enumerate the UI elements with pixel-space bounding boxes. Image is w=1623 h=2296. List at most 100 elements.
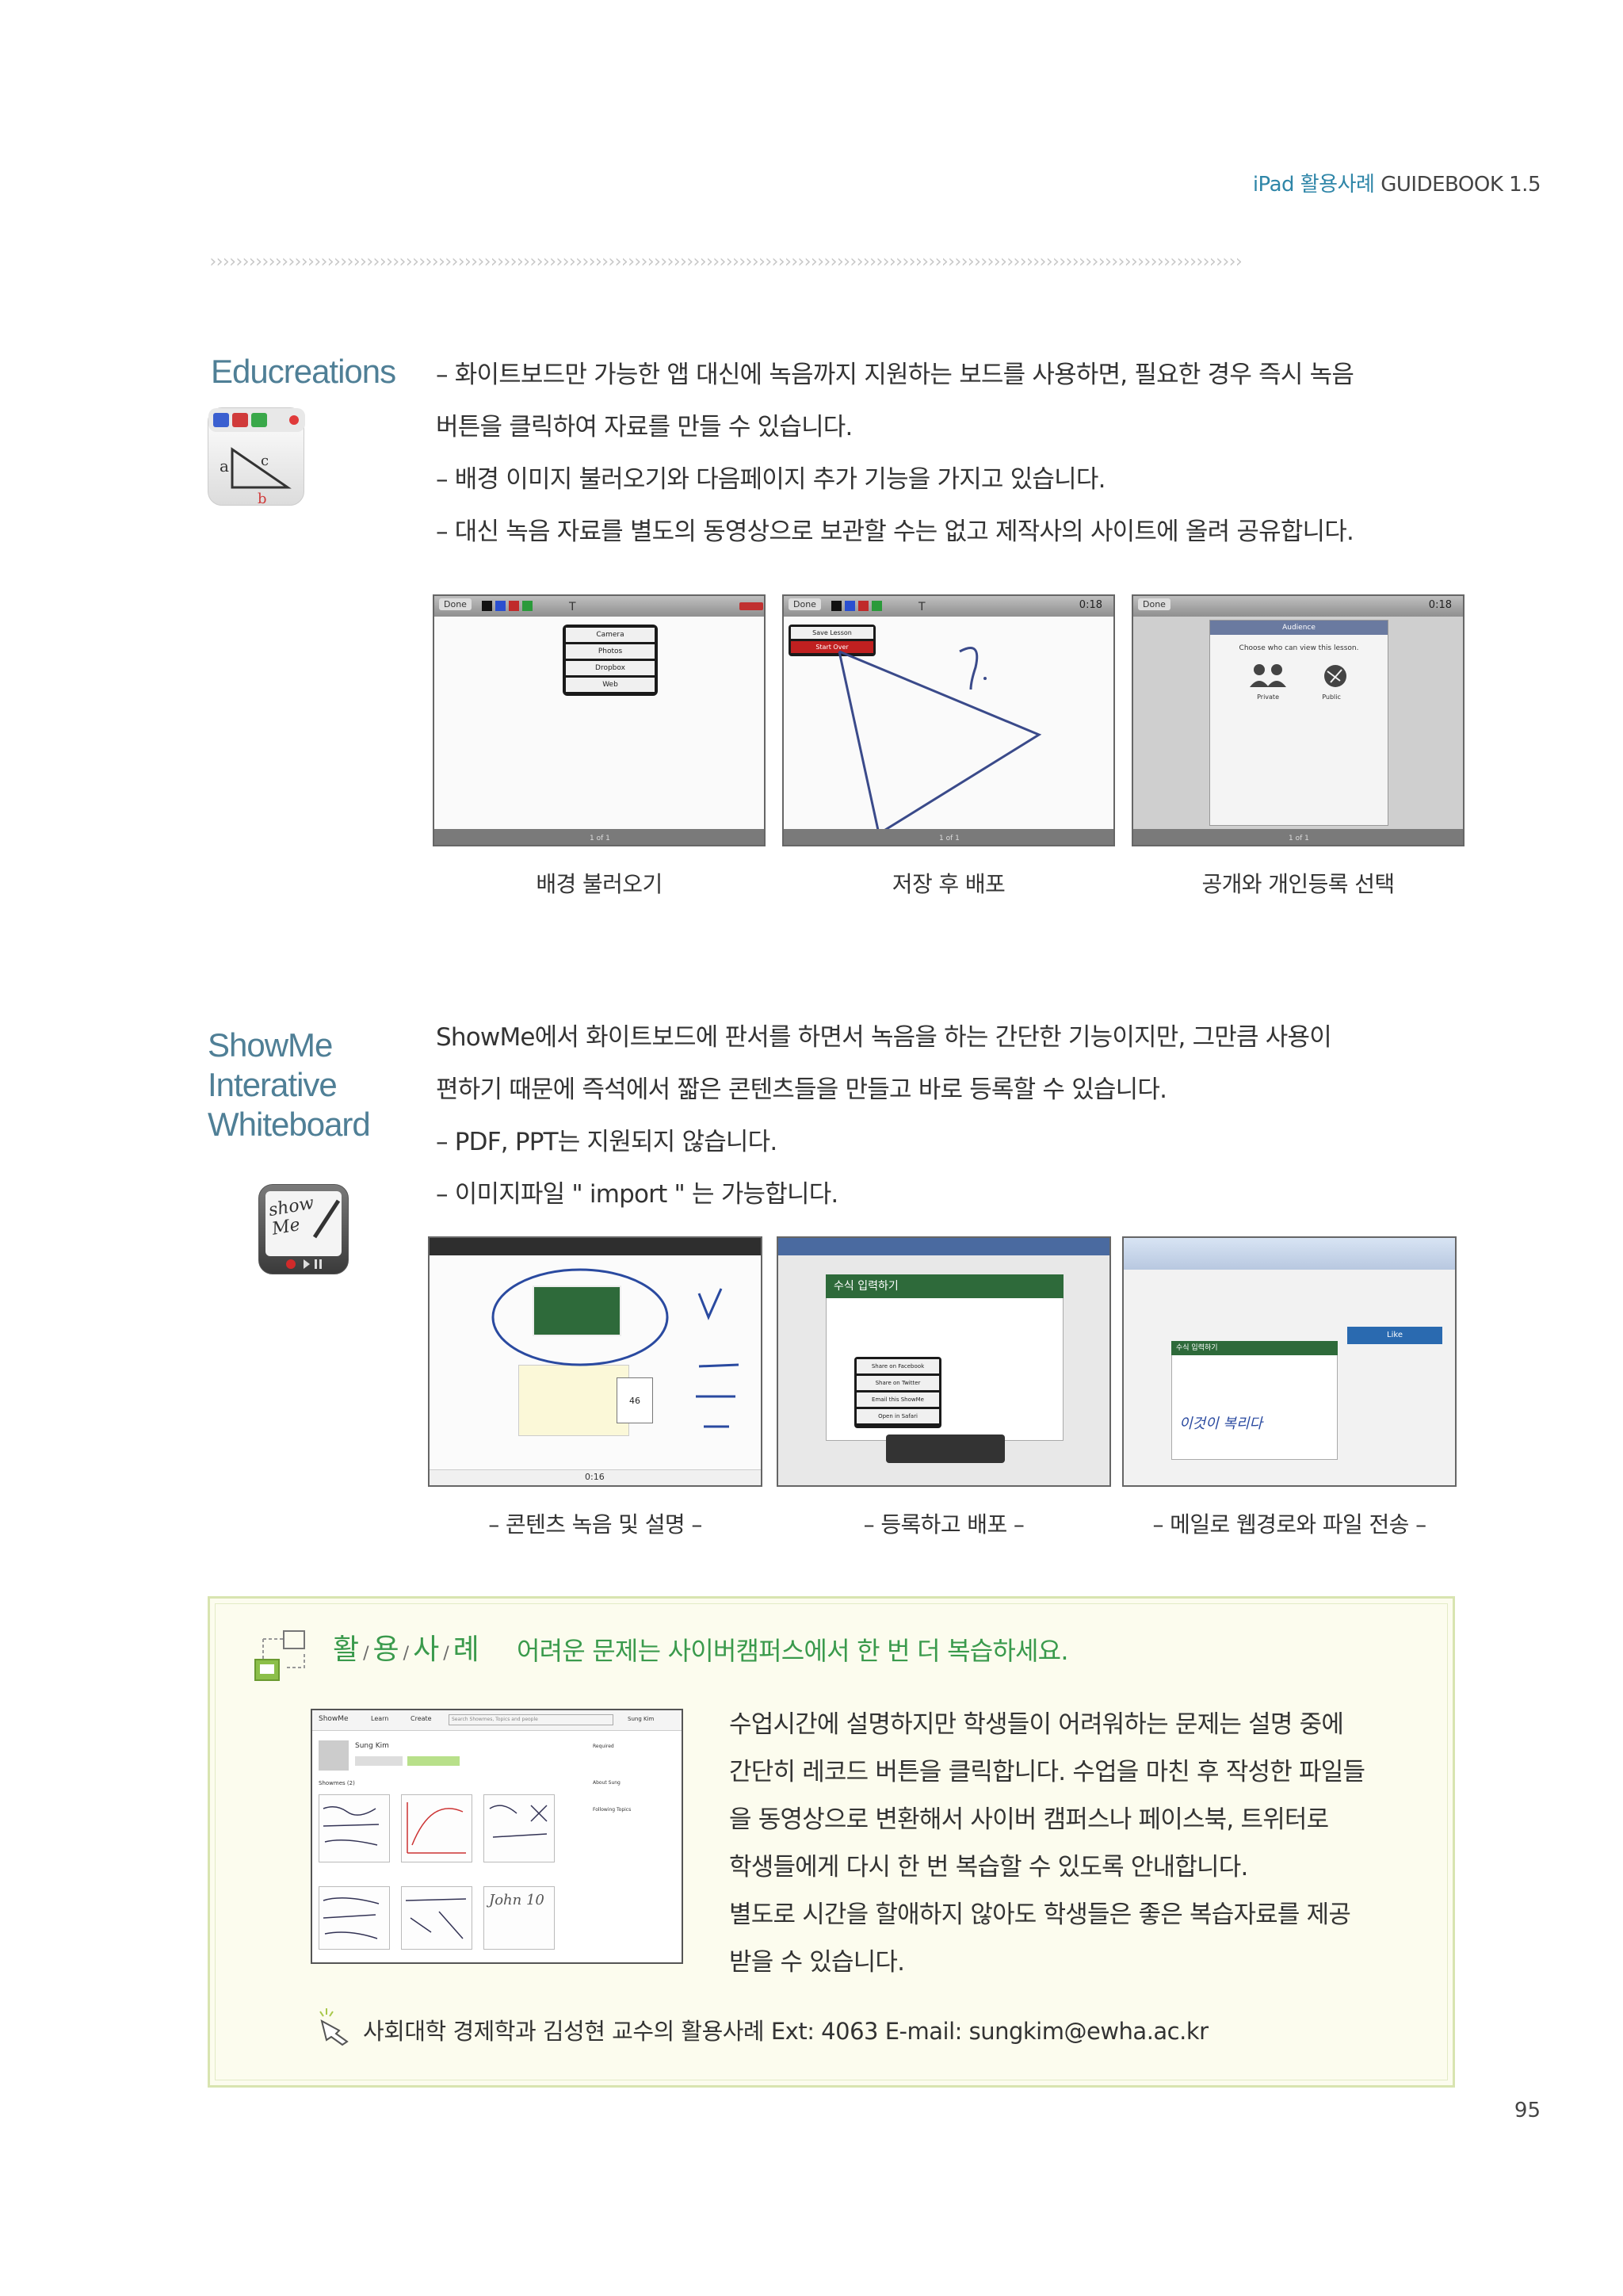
slide-title: 수식 입력하기	[826, 1274, 1064, 1298]
page-indicator: 1 of 1	[939, 835, 960, 842]
dialog-text: Choose who can view this lesson.	[1239, 644, 1359, 652]
section1-body: – 화이트보드만 가능한 앱 대신에 녹음까지 지원하는 보드를 사용하면, 필…	[436, 349, 1354, 558]
section2-line: – PDF, PPT는 지원되지 않습니다.	[436, 1128, 777, 1156]
option-public: Public	[1322, 693, 1341, 701]
section1-line: – 화이트보드만 가능한 앱 대신에 녹음까지 지원하는 보드를 사용하면, 필…	[436, 361, 1354, 389]
slide-title: 수식 입력하기	[1171, 1341, 1338, 1355]
share-menu: Share on Facebook Share on Twitter Email…	[854, 1357, 941, 1428]
screenshot-email-share: 수식 입력하기 이것이 복리다 Like	[1122, 1236, 1457, 1487]
option-private: Private	[1257, 693, 1279, 701]
mini-nav: Learn	[371, 1715, 389, 1722]
page-indicator: 1 of 1	[1289, 835, 1309, 842]
screenshot-save-share: Done T 0:18 Save Lesson Start Over 1 of …	[782, 594, 1115, 846]
mini-profile-name: Sung Kim	[355, 1742, 389, 1750]
case-body: 수업시간에 설명하지만 학생들이 어려워하는 문제는 설명 중에 간단히 레코드…	[729, 1701, 1365, 1986]
section1-line: – 대신 녹음 자료를 별도의 동영상으로 보관할 수는 없고 제작사의 사이트…	[436, 518, 1354, 546]
caption-email-share: – 메일로 웹경로와 파일 전송 –	[1152, 1511, 1426, 1538]
case-line: 별도로 시간을 할애하지 않아도 학생들은 좋은 복습자료를 제공	[729, 1901, 1351, 1929]
annotation-strokes	[491, 1268, 739, 1428]
section2-body: ShowMe에서 화이트보드에 판서를 하면서 녹음을 하는 간단한 기능이지만…	[436, 1011, 1332, 1221]
section2-title: ShowMe Interative Whiteboard	[208, 1026, 371, 1144]
done-button: Done	[439, 598, 472, 610]
section1-title: Educreations	[211, 353, 396, 390]
case-label-char: 례	[453, 1633, 481, 1666]
menu-item: Camera	[566, 628, 655, 642]
svg-text:T: T	[918, 601, 926, 613]
handwriting-note: 이것이 복리다	[1179, 1415, 1263, 1432]
caption-share: – 등록하고 배포 –	[863, 1511, 1025, 1538]
caption-audience: 공개와 개인등록 선택	[1201, 871, 1395, 897]
educreations-app-icon: a c b	[208, 407, 305, 507]
mini-search: Search Showmes, Topics and people	[449, 1714, 613, 1725]
counter-number: 46	[617, 1377, 653, 1423]
caption-content-recording: – 콘텐츠 녹음 및 설명 –	[488, 1511, 702, 1538]
page-indicator: 1 of 1	[590, 835, 610, 842]
menu-item: Start Over	[791, 641, 873, 653]
caption-background-import: 배경 불러오기	[536, 871, 663, 897]
section2-line: ShowMe에서 화이트보드에 판서를 하면서 녹음을 하는 간단한 기능이지만…	[436, 1023, 1332, 1052]
save-menu: Save Lesson Start Over	[789, 625, 876, 656]
mini-sidebar-item: About Sung	[593, 1780, 621, 1786]
dialog-title: Audience	[1210, 621, 1388, 635]
screenshot-background-import: Done T Camera Photos Dropbox Web 1 of 1	[433, 594, 766, 846]
menu-item: Save Lesson	[791, 627, 873, 639]
pointing-hand-icon	[315, 2007, 357, 2046]
section1-line: 버튼을 클릭하여 자료를 만들 수 있습니다.	[436, 413, 853, 441]
divider-chevrons: ››››››››››››››››››››››››››››››››››››››››…	[208, 252, 1244, 272]
case-line: 받을 수 있습니다.	[729, 1948, 905, 1977]
menu-item: Share on Twitter	[857, 1376, 939, 1390]
done-button: Done	[1138, 598, 1170, 610]
mini-handwriting: John 10	[483, 1886, 555, 1950]
menu-item: Open in Safari	[857, 1409, 939, 1423]
menu-item: Share on Facebook	[857, 1359, 939, 1373]
title-line: ShowMe	[208, 1026, 333, 1064]
svg-text:T: T	[568, 601, 576, 613]
timer: 0:18	[1079, 599, 1102, 611]
menu-item: Email this ShowMe	[857, 1392, 939, 1407]
title-line: Interative	[208, 1066, 338, 1103]
svg-text:b: b	[258, 491, 267, 506]
mini-nav: Create	[411, 1715, 432, 1722]
case-label: 활/용/사/례	[333, 1633, 481, 1666]
mini-thumbnail-scribbles	[323, 1802, 548, 1939]
page-header: iPad 활용사례 GUIDEBOOK 1.5	[1253, 168, 1541, 197]
screenshot-audience: Done 0:18 Audience Choose who can view t…	[1132, 594, 1465, 846]
playback-controls	[886, 1435, 1005, 1463]
case-icon	[252, 1628, 312, 1685]
done-button: Done	[789, 598, 821, 610]
case-label-char: 용	[372, 1633, 401, 1666]
handwriting-triangle	[838, 647, 1042, 836]
title-line: Whiteboard	[208, 1106, 371, 1143]
case-line: 을 동영상으로 변환해서 사이버 캠퍼스나 페이스북, 트위터로	[729, 1805, 1329, 1834]
audience-dialog: Audience Choose who can view this lesson…	[1209, 620, 1388, 826]
menu-item: Dropbox	[566, 661, 655, 675]
like-button: Like	[1347, 1327, 1442, 1344]
screenshot-showme-profile: ShowMe Learn Create Search Showmes, Topi…	[311, 1709, 683, 1964]
header-book-title: GUIDEBOOK 1.5	[1381, 173, 1541, 197]
case-line: 수업시간에 설명하지만 학생들이 어려워하는 문제는 설명 중에	[729, 1710, 1344, 1739]
section2-line: – 이미지파일 " import " 는 가능합니다.	[436, 1180, 838, 1209]
mini-section: Showmes (2)	[319, 1780, 355, 1786]
screenshot-share: 수식 입력하기 Share on Facebook Share on Twitt…	[777, 1236, 1111, 1487]
mini-sidebar-item: Following Topics	[593, 1807, 632, 1813]
mini-sidebar-item: Required	[593, 1744, 614, 1749]
showme-app-icon: show Me	[258, 1184, 349, 1274]
caption-save-share: 저장 후 배포	[892, 871, 1006, 897]
case-label-char: 활	[333, 1633, 361, 1666]
page-number: 95	[1514, 2099, 1541, 2122]
timer: 0:18	[1428, 599, 1452, 611]
mini-logo: ShowMe	[319, 1715, 349, 1723]
case-label-char: 사	[413, 1633, 441, 1666]
case-line: 학생들에게 다시 한 번 복습할 수 있도록 안내합니다.	[729, 1853, 1248, 1881]
header-highlight: iPad 활용사례	[1252, 173, 1375, 197]
screenshot-content-recording: 46 0:16	[428, 1236, 762, 1487]
svg-text:a: a	[220, 457, 229, 476]
menu-item: Photos	[566, 644, 655, 659]
case-line: 간단히 레코드 버튼을 클릭합니다. 수업을 마친 후 작성한 파일들	[729, 1758, 1365, 1786]
section1-line: – 배경 이미지 불러오기와 다음페이지 추가 기능을 가지고 있습니다.	[436, 465, 1106, 494]
case-footnote: 사회대학 경제학과 김성현 교수의 활용사례 Ext: 4063 E-mail:…	[363, 2018, 1209, 2045]
section2-line: 편하기 때문에 즉석에서 짧은 콘텐츠들을 만들고 바로 등록할 수 있습니다.	[436, 1075, 1167, 1104]
playback-time: 0:16	[585, 1472, 605, 1482]
case-title: 어려운 문제는 사이버캠퍼스에서 한 번 더 복습하세요.	[517, 1636, 1068, 1666]
mini-user: Sung Kim	[628, 1716, 655, 1722]
